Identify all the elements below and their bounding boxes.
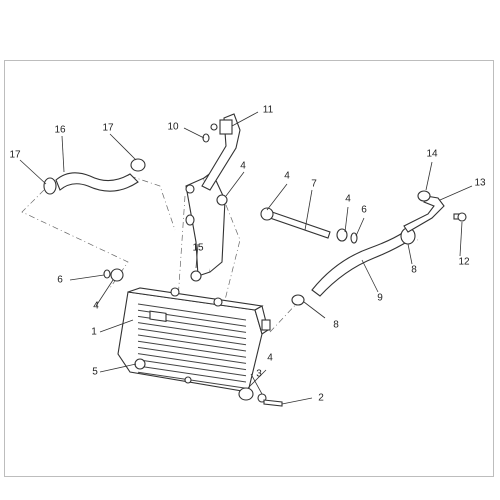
radiator-fin: [137, 346, 247, 364]
radiator-bracket: [185, 171, 226, 277]
callout-5: 5: [92, 367, 98, 378]
callout-13: 13: [474, 178, 486, 189]
callout-7: 7: [311, 179, 317, 190]
diagram-frame: [4, 60, 494, 477]
callout-12: 12: [458, 257, 470, 268]
callout-4-left: 4: [93, 301, 99, 312]
callout-2: 2: [318, 393, 324, 404]
callout-14: 14: [426, 149, 438, 160]
small-fittings: [103, 133, 467, 407]
callout-9: 9: [377, 293, 383, 304]
callout-8-right: 8: [411, 265, 417, 276]
oil-radiator: [117, 287, 271, 393]
callout-11: 11: [263, 105, 274, 116]
radiator-fin: [137, 359, 247, 377]
radiator-fin: [137, 328, 247, 346]
callout-16: 16: [54, 125, 66, 136]
callout-leader-lines: [19, 111, 473, 405]
radiator-fin: [137, 334, 247, 352]
hose-13: [403, 190, 465, 233]
radiator-fin: [137, 353, 247, 371]
upper-bracket: [201, 113, 241, 191]
hose-9: [291, 227, 416, 306]
radiator-fin: [137, 303, 247, 321]
radiator-fin: [137, 371, 247, 389]
callout-15: 15: [192, 243, 204, 254]
callout-17-right: 17: [102, 123, 114, 134]
callout-6-right: 6: [361, 205, 367, 216]
callout-4-pipe-right: 4: [345, 194, 351, 205]
callout-3: 3: [256, 369, 262, 380]
callout-4-lower: 4: [267, 353, 273, 364]
pipe-7: [260, 207, 348, 242]
callout-10: 10: [167, 122, 179, 133]
callout-1: 1: [91, 327, 97, 338]
callout-4-bracket: 4: [240, 161, 246, 172]
callout-17-left: 17: [9, 150, 21, 161]
radiator-fin: [137, 340, 247, 358]
callout-4-pipe-left: 4: [284, 171, 290, 182]
callout-numbers: 1 2 3 4 4 4 4 4 5 6 6 7 8 8 9 10 11 12 1…: [9, 105, 486, 404]
radiator-fin: [137, 322, 247, 340]
radiator-fin: [137, 365, 247, 383]
callout-6-left: 6: [57, 275, 63, 286]
callout-8-lower: 8: [333, 320, 339, 331]
hose-16: [43, 158, 146, 195]
